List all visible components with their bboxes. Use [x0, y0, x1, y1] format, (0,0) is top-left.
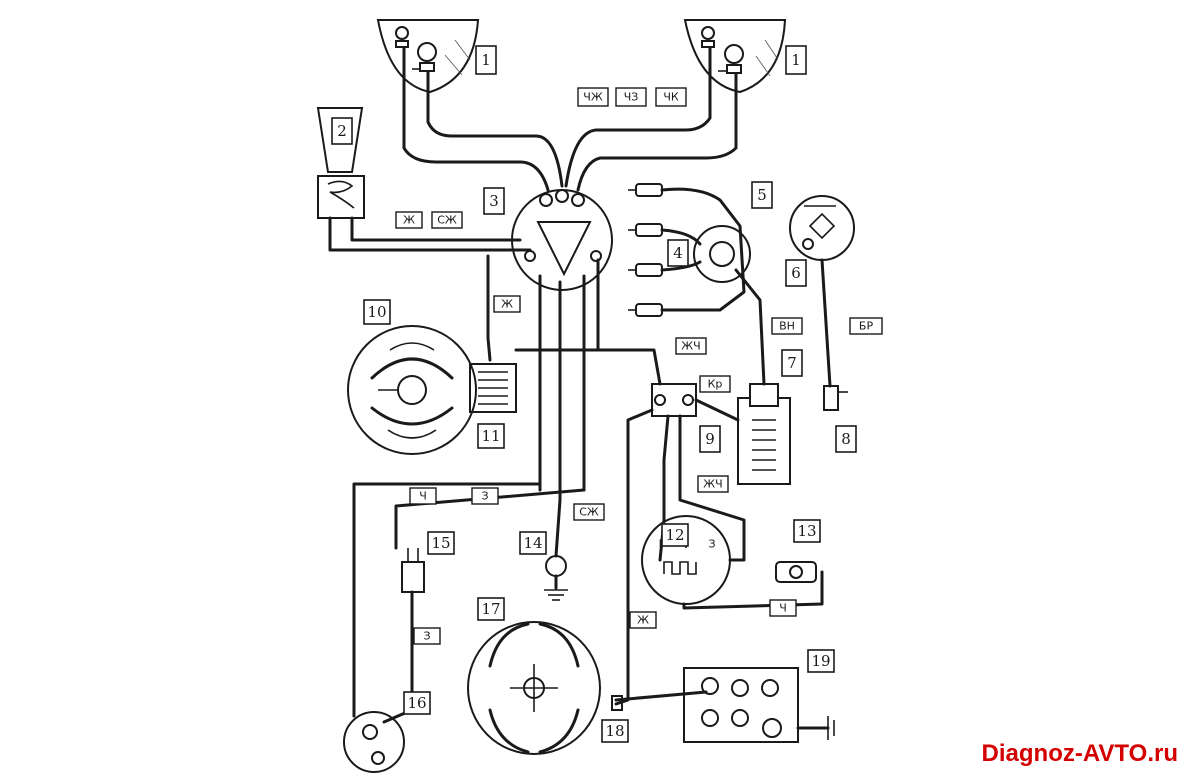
wire-tag-szh-mid: СЖ: [573, 503, 605, 521]
indicator-lamp: [775, 561, 817, 583]
svg-text:17: 17: [481, 600, 500, 618]
component-number-13: 13: [793, 519, 821, 543]
svg-text:13: 13: [797, 522, 816, 540]
component-number-17: 17: [477, 597, 505, 621]
stop-switch: [401, 548, 425, 593]
component-number-18: 18: [601, 719, 629, 743]
wire-harness: [328, 46, 832, 724]
svg-text:14: 14: [523, 534, 542, 552]
svg-text:16: 16: [407, 694, 426, 712]
ground-icon: [544, 555, 568, 601]
bulb-icon: [395, 26, 437, 72]
ignition-coil: [737, 383, 791, 485]
svg-text:ВН: ВН: [779, 320, 795, 333]
svg-text:11: 11: [481, 427, 500, 445]
component-number-8: 8: [835, 425, 857, 453]
distributor: [660, 187, 751, 312]
component-number-15: 15: [427, 531, 455, 555]
svg-text:З: З: [481, 490, 488, 503]
gauge-label-right: З: [708, 538, 715, 551]
svg-text:Ч: Ч: [419, 490, 427, 503]
wire-tag-zh-top: Ж: [395, 211, 423, 229]
svg-text:19: 19: [811, 652, 830, 670]
component-number-3: 3: [483, 187, 505, 215]
svg-text:8: 8: [841, 430, 851, 448]
component-number-7: 7: [781, 349, 803, 377]
svg-text:СЖ: СЖ: [437, 214, 457, 227]
svg-text:18: 18: [605, 722, 624, 740]
component-number-10: 10: [363, 299, 391, 325]
light-switch: [511, 189, 613, 291]
svg-text:2: 2: [337, 122, 347, 140]
condenser: [823, 385, 848, 411]
svg-text:3: 3: [489, 192, 499, 210]
component-number-12: 12: [661, 523, 689, 547]
wire-tag-z-low: З: [413, 627, 441, 645]
wire-tag-szh-top: СЖ: [431, 211, 463, 229]
wire-tag-z-mid: З: [471, 487, 499, 505]
voltage-regulator: [469, 363, 517, 413]
svg-text:7: 7: [787, 354, 797, 372]
svg-text:Ж: Ж: [403, 214, 415, 227]
component-number-19: 19: [807, 649, 835, 673]
wire-tag-br: БР: [849, 317, 883, 335]
component-number-6: 6: [785, 259, 807, 287]
magneto: [467, 621, 601, 755]
svg-text:ЖЧ: ЖЧ: [681, 340, 700, 353]
svg-text:15: 15: [431, 534, 450, 552]
site-watermark: Diagnoz-AVTO.ru: [981, 740, 1178, 767]
wire-tag-ch-low: Ч: [769, 599, 797, 617]
spark-plug-icon: [628, 183, 663, 317]
battery: [683, 667, 835, 743]
wire-tag-kr: Кр: [699, 375, 731, 393]
svg-text:4: 4: [673, 244, 683, 262]
generator: [347, 325, 477, 455]
component-number-16: 16: [403, 691, 431, 715]
bulb-icon: [701, 26, 744, 74]
tail-lamp: [343, 711, 405, 773]
svg-text:СЖ: СЖ: [579, 506, 599, 519]
wire-tag-zh-low: Ж: [629, 611, 657, 629]
svg-text:12: 12: [665, 526, 684, 544]
svg-text:ЧК: ЧК: [663, 91, 679, 104]
component-number-2: 2: [331, 117, 353, 145]
svg-text:Кр: Кр: [708, 378, 723, 391]
svg-text:6: 6: [791, 264, 801, 282]
svg-text:ЧЗ: ЧЗ: [624, 91, 639, 104]
horn-unit: [316, 107, 365, 219]
component-number-1-left: 1: [475, 45, 497, 75]
wire-tag-zhch-mid: ЖЧ: [697, 475, 729, 493]
svg-text:1: 1: [791, 51, 801, 69]
svg-text:БР: БР: [859, 320, 874, 333]
headlamp-right: [683, 19, 787, 94]
component-number-5: 5: [751, 181, 773, 209]
component-number-9: 9: [699, 425, 721, 453]
component-number-1-right: 1: [785, 45, 807, 75]
svg-text:10: 10: [367, 303, 386, 321]
headlamp-left: [376, 19, 480, 94]
svg-text:ЧЖ: ЧЖ: [583, 91, 603, 104]
svg-text:9: 9: [705, 430, 715, 448]
wire-tag-zhch-top: ЖЧ: [675, 337, 707, 355]
wire-tag-chk: ЧК: [655, 87, 687, 107]
relay: [651, 383, 697, 417]
svg-text:5: 5: [757, 186, 767, 204]
svg-text:Ч: Ч: [779, 602, 787, 615]
wire-tag-chz: ЧЗ: [615, 87, 647, 107]
wire-tag-chzh: ЧЖ: [577, 87, 609, 107]
svg-text:1: 1: [481, 51, 491, 69]
svg-text:З: З: [423, 630, 430, 643]
wire-tag-ch-mid: Ч: [409, 487, 437, 505]
wire-tag-vn: ВН: [771, 317, 803, 335]
breaker: [789, 195, 855, 261]
svg-text:ЖЧ: ЖЧ: [703, 478, 722, 491]
svg-text:Ж: Ж: [501, 298, 513, 311]
component-number-14: 14: [519, 531, 547, 555]
component-number-4: 4: [667, 239, 689, 267]
component-number-11: 11: [477, 423, 505, 449]
wire-tag-zh-mid: Ж: [493, 295, 521, 313]
svg-text:Ж: Ж: [637, 614, 649, 627]
